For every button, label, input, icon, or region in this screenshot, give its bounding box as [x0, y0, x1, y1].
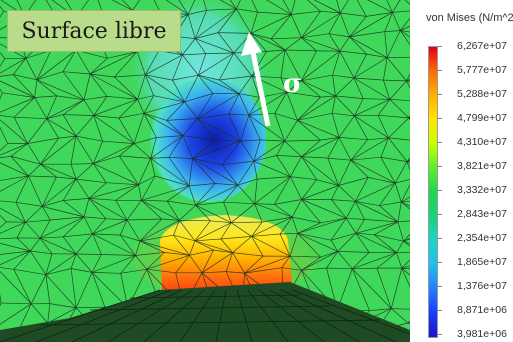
legend-tick-label: 5,288e+07: [457, 88, 507, 100]
legend-tick-label: 2,354e+07: [457, 232, 507, 244]
legend-tick-mark: [437, 94, 442, 95]
legend-tick-label: 4,310e+07: [457, 136, 507, 148]
fea-viewport[interactable]: σ Surface libre: [0, 0, 410, 342]
legend-tick-label: 2,843e+07: [457, 208, 507, 220]
surface-label: Surface libre: [7, 10, 181, 52]
legend-tick-label: 3,981e+06: [457, 328, 507, 340]
legend-tick-label: 4,799e+07: [457, 112, 507, 124]
color-scale-bar: [428, 46, 438, 338]
legend-tick-mark: [437, 142, 442, 143]
legend-tick-label: 1,865e+07: [457, 256, 507, 268]
legend-tick-mark: [437, 214, 442, 215]
legend-tick-mark: [437, 238, 442, 239]
legend-tick-mark: [437, 286, 442, 287]
legend-tick-mark: [437, 46, 442, 47]
legend-tick-label: 3,332e+07: [457, 184, 507, 196]
legend-tick-label: 8,871e+06: [457, 304, 507, 316]
floor-mesh-lines: [0, 289, 410, 342]
floor-plane: [0, 282, 410, 342]
legend-tick-mark: [437, 166, 442, 167]
legend-tick-mark: [437, 262, 442, 263]
legend-tick-mark: [437, 190, 442, 191]
mesh-lines: [0, 0, 410, 334]
mesh-canvas: σ: [0, 0, 410, 342]
stress-arrow: [241, 32, 271, 127]
legend-tick-mark: [437, 310, 442, 311]
legend-tick-label: 6,267e+07: [457, 40, 507, 52]
legend-tick-mark: [437, 118, 442, 119]
legend-tick-label: 5,777e+07: [457, 64, 507, 76]
sigma-symbol: σ: [283, 69, 302, 99]
legend-tick-mark: [437, 70, 442, 71]
legend-tick-label: 3,821e+07: [457, 160, 507, 172]
legend-tick-mark: [437, 334, 442, 335]
blue-stress-zone: [150, 78, 266, 202]
legend-tick-label: 1,376e+07: [457, 280, 507, 292]
hot-stress-zone: [160, 215, 292, 294]
legend-title: von Mises (N/m^2): [426, 12, 513, 24]
stress-legend: von Mises (N/m^2) 6,267e+07 5,777e+07 5,28…: [410, 0, 513, 342]
